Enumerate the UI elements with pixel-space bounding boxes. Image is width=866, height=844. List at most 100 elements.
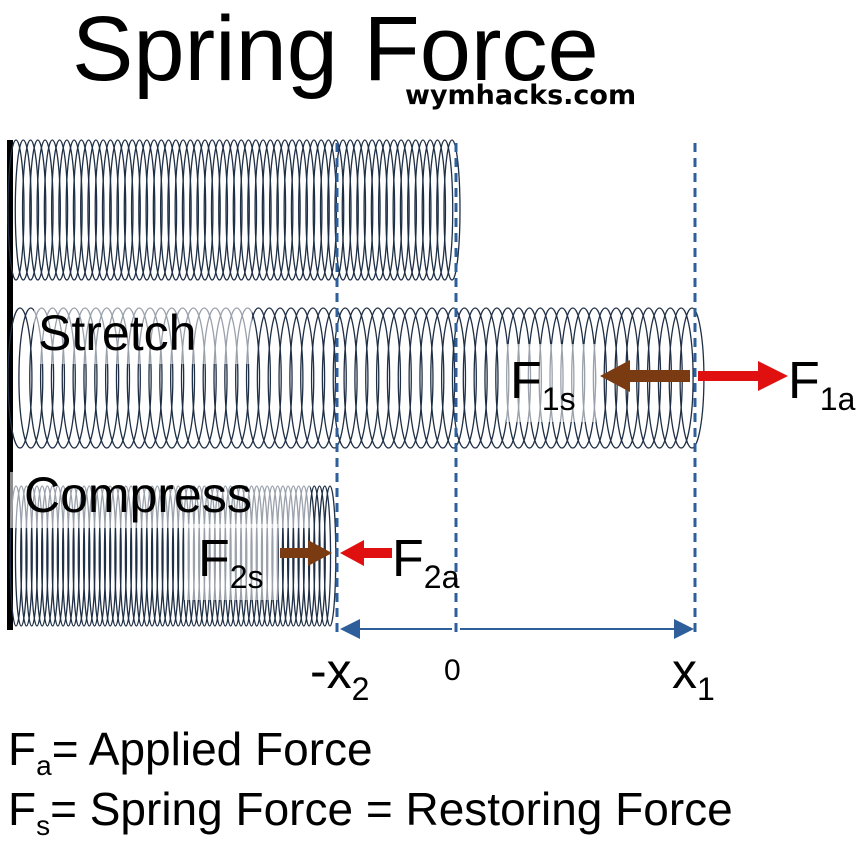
spring-coil	[276, 139, 294, 281]
spring-coil	[65, 139, 83, 281]
f2s-label-bg	[184, 524, 278, 600]
spring-coil	[484, 307, 510, 449]
compress-label-bg	[10, 472, 310, 528]
spring-coil	[256, 307, 282, 449]
spring-coil	[138, 139, 156, 281]
spring-coil	[278, 307, 304, 449]
spring-coil	[18, 307, 44, 449]
spring-coil	[385, 139, 403, 281]
spring-coil	[101, 139, 120, 281]
spring-coil	[14, 139, 32, 281]
spring-coil	[87, 139, 105, 281]
spring-coil	[225, 139, 243, 281]
spring-coil	[80, 139, 98, 281]
spring-coil	[29, 139, 47, 281]
spring-coil	[407, 139, 425, 281]
spring-coil	[312, 139, 330, 281]
spring-coil	[289, 307, 315, 449]
spring-coil	[473, 307, 499, 449]
f1a-applied-force-arrow	[698, 361, 788, 391]
stretch-label-bg	[34, 306, 252, 364]
spring-coil	[419, 307, 445, 449]
spring-coil	[43, 139, 61, 281]
spring-coil	[436, 139, 454, 281]
stretch-label: Stretch	[38, 305, 196, 361]
spring-coil	[58, 139, 76, 281]
spring-coil	[189, 139, 207, 281]
f2s-label: F2s	[198, 530, 264, 595]
spring-coil	[356, 139, 374, 281]
spring-coil	[130, 139, 149, 281]
spring-coil	[310, 307, 337, 449]
spring-coil	[167, 139, 185, 281]
spring-coil	[145, 139, 163, 281]
spring-coil	[386, 307, 412, 449]
spring-coil	[267, 307, 293, 449]
wall	[7, 140, 13, 630]
spring-coil	[283, 139, 301, 281]
spring-coil	[319, 139, 338, 281]
f2a-label: F2a	[392, 530, 460, 595]
spring-coil	[443, 139, 461, 281]
spring-coil	[428, 139, 447, 281]
spring-coil	[377, 139, 396, 281]
spring-coil	[408, 307, 434, 449]
spring-coil	[397, 307, 423, 449]
spring-coil	[232, 139, 250, 281]
axis-label-x1: x1	[672, 643, 715, 707]
spring-coil	[109, 139, 127, 281]
spring-coil	[462, 307, 488, 449]
f2s-spring-force-arrow	[280, 540, 332, 566]
f1s-spring-force-arrow	[600, 360, 690, 392]
spring-coil	[196, 139, 214, 281]
spring-coil	[123, 139, 141, 281]
spring-coil	[116, 139, 134, 281]
f1a-label: F1a	[788, 352, 856, 417]
f1s-label: F1s	[510, 352, 576, 417]
spring-coil	[348, 139, 367, 281]
spring-coil	[305, 139, 323, 281]
spring-coil	[298, 139, 316, 281]
spring-coil	[50, 139, 69, 281]
spring-coil	[7, 307, 33, 449]
spring-coil	[36, 139, 54, 281]
spring-coil	[321, 307, 347, 449]
spring-coil	[300, 307, 326, 449]
page-title: Spring Force	[72, 0, 599, 100]
spring-coil	[94, 139, 112, 281]
spring-coil	[430, 307, 456, 449]
spring-coil	[343, 307, 369, 449]
spring-coil	[421, 139, 439, 281]
spring-coil	[268, 139, 287, 281]
spring-coil	[174, 139, 192, 281]
spring-coil	[7, 139, 25, 281]
spring-coil	[334, 139, 352, 281]
spring-coil	[247, 139, 265, 281]
spring-coil	[451, 307, 477, 449]
spring-coil	[181, 139, 200, 281]
spring-coil	[399, 139, 418, 281]
spring-coil	[354, 307, 380, 449]
spring-coil	[21, 139, 40, 281]
spring-coil	[210, 139, 229, 281]
site-watermark: wymhacks.com	[405, 80, 636, 111]
spring-coil	[440, 307, 467, 449]
spring-rest	[7, 139, 461, 281]
spring-coil	[290, 139, 309, 281]
spring-coil	[72, 139, 91, 281]
spring-coil	[370, 139, 388, 281]
spring-coil	[261, 139, 279, 281]
spring-coil	[254, 139, 272, 281]
spring-coil	[332, 307, 358, 449]
spring-coil	[152, 139, 170, 281]
legend-spring-force: Fs= Spring Force = Restoring Force	[8, 783, 733, 841]
spring-coil	[375, 307, 402, 449]
spring-coil	[239, 139, 258, 281]
spring-coil	[159, 139, 178, 281]
spring-coil	[392, 139, 410, 281]
spring-coil	[218, 139, 236, 281]
spring-coil	[245, 307, 272, 449]
f1s-label-bg	[506, 344, 596, 422]
axis-label-zero: 0	[444, 654, 461, 687]
